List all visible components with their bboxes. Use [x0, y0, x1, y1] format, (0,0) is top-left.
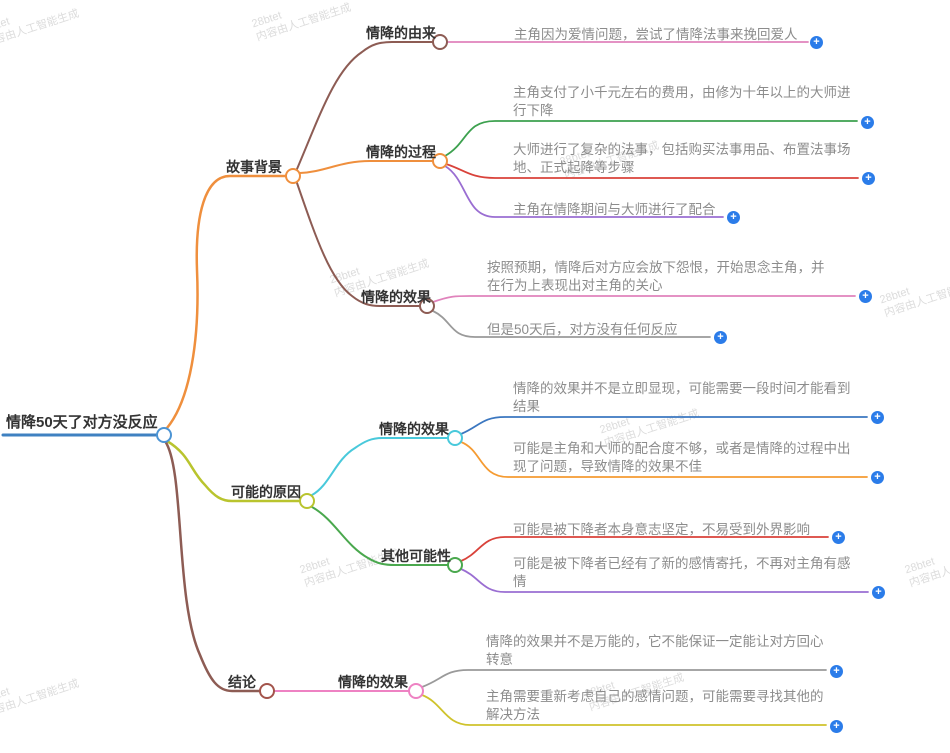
expand-button-other-1[interactable]: + [832, 531, 845, 544]
leafline-process-3 [444, 165, 724, 218]
node-circle-possible-reasons[interactable] [299, 493, 315, 509]
root-node-circle[interactable] [156, 427, 172, 443]
node-label-possible-reasons[interactable]: 可能的原因 [231, 484, 301, 500]
node-label-other-possibility[interactable]: 其他可能性 [381, 548, 451, 564]
leaf-text-effect-story-2[interactable]: 但是50天后，对方没有任何反应 [487, 322, 678, 337]
expand-button-process-1[interactable]: + [861, 116, 874, 129]
branch-process [299, 160, 434, 174]
node-label-effect-story[interactable]: 情降的效果 [361, 289, 431, 305]
leaf-text-conclusion-2[interactable]: 主角需要重新考虑自己的感情问题，可能需要寻找其他的解决方法 [486, 689, 824, 722]
leaf-text-effect-reason-1[interactable]: 情降的效果并不是立即显现，可能需要一段时间才能看到结果 [513, 381, 851, 414]
branch-origin [296, 41, 434, 170]
node-label-effect-reason[interactable]: 情降的效果 [379, 421, 449, 437]
node-label-origin[interactable]: 情降的由来 [366, 25, 436, 41]
expand-button-effect-reason-2[interactable]: + [871, 471, 884, 484]
branch-possible-reasons [165, 439, 302, 503]
expand-button-other-2[interactable]: + [872, 586, 885, 599]
leafline-effect-reason-2 [460, 441, 868, 478]
branch-effect-reason [311, 437, 449, 496]
expand-button-origin-1[interactable]: + [810, 36, 823, 49]
node-circle-process[interactable] [432, 153, 448, 169]
expand-button-conclusion-1[interactable]: + [830, 665, 843, 678]
leaf-text-effect-reason-2[interactable]: 可能是主角和大师的配合度不够，或者是情降的过程中出现了问题，导致情降的效果不佳 [513, 441, 851, 474]
leaf-text-other-2[interactable]: 可能是被下降者已经有了新的感情寄托，不再对主角有感情 [513, 556, 851, 589]
leaf-text-process-2[interactable]: 大师进行了复杂的法事，包括购买法事用品、布置法事场地、正式起降等步骤 [513, 142, 851, 175]
branch-conclusion [163, 439, 262, 693]
leaf-text-other-1[interactable]: 可能是被下降者本身意志坚定，不易受到外界影响 [513, 522, 810, 537]
node-circle-story-background[interactable] [285, 168, 301, 184]
root-node-label[interactable]: 情降50天了对方没反应 [6, 414, 158, 431]
node-circle-effect-story[interactable] [419, 298, 435, 314]
expand-button-effect-story-2[interactable]: + [714, 331, 727, 344]
expand-button-process-2[interactable]: + [862, 172, 875, 185]
node-circle-other-possibility[interactable] [447, 557, 463, 573]
node-circle-effect-reason[interactable] [447, 430, 463, 446]
leaf-text-origin-1[interactable]: 主角因为爱情问题，尝试了情降法事来挽回爱人 [514, 27, 798, 42]
leaf-text-effect-story-1[interactable]: 按照预期，情降后对方应会放下怨恨，开始思念主角，并在行为上表现出对主角的关心 [487, 260, 825, 293]
node-label-conclusion[interactable]: 结论 [228, 674, 256, 690]
leafline-conclusion-1 [421, 669, 827, 688]
leafline-effect-reason-1 [460, 416, 868, 435]
leafline-conclusion-2 [421, 694, 827, 726]
branch-story-background [165, 174, 288, 430]
node-circle-origin[interactable] [432, 34, 448, 50]
leafline-effect-story-2 [432, 310, 711, 338]
node-label-effect-conclusion[interactable]: 情降的效果 [338, 674, 408, 690]
expand-button-process-3[interactable]: + [727, 211, 740, 224]
node-label-story-background[interactable]: 故事背景 [226, 159, 282, 175]
branch-effect-story [296, 182, 421, 307]
expand-button-effect-story-1[interactable]: + [859, 290, 872, 303]
leafline-other-2 [460, 568, 869, 593]
node-label-process[interactable]: 情降的过程 [366, 144, 436, 160]
node-circle-effect-conclusion[interactable] [408, 683, 424, 699]
leafline-process-1 [444, 120, 858, 157]
leaf-text-conclusion-1[interactable]: 情降的效果并不是万能的，它不能保证一定能让对方回心转意 [486, 634, 824, 667]
expand-button-conclusion-2[interactable]: + [830, 720, 843, 733]
leafline-effect-story-1 [432, 295, 856, 303]
leafline-process-2 [445, 163, 859, 179]
branch-other-possibility [311, 506, 449, 566]
leafline-other-1 [460, 536, 829, 562]
leaf-text-process-1[interactable]: 主角支付了小千元左右的费用，由修为十年以上的大师进行下降 [513, 85, 851, 118]
node-circle-conclusion[interactable] [259, 683, 275, 699]
expand-button-effect-reason-1[interactable]: + [871, 411, 884, 424]
leaf-text-process-3[interactable]: 主角在情降期间与大师进行了配合 [513, 202, 716, 217]
